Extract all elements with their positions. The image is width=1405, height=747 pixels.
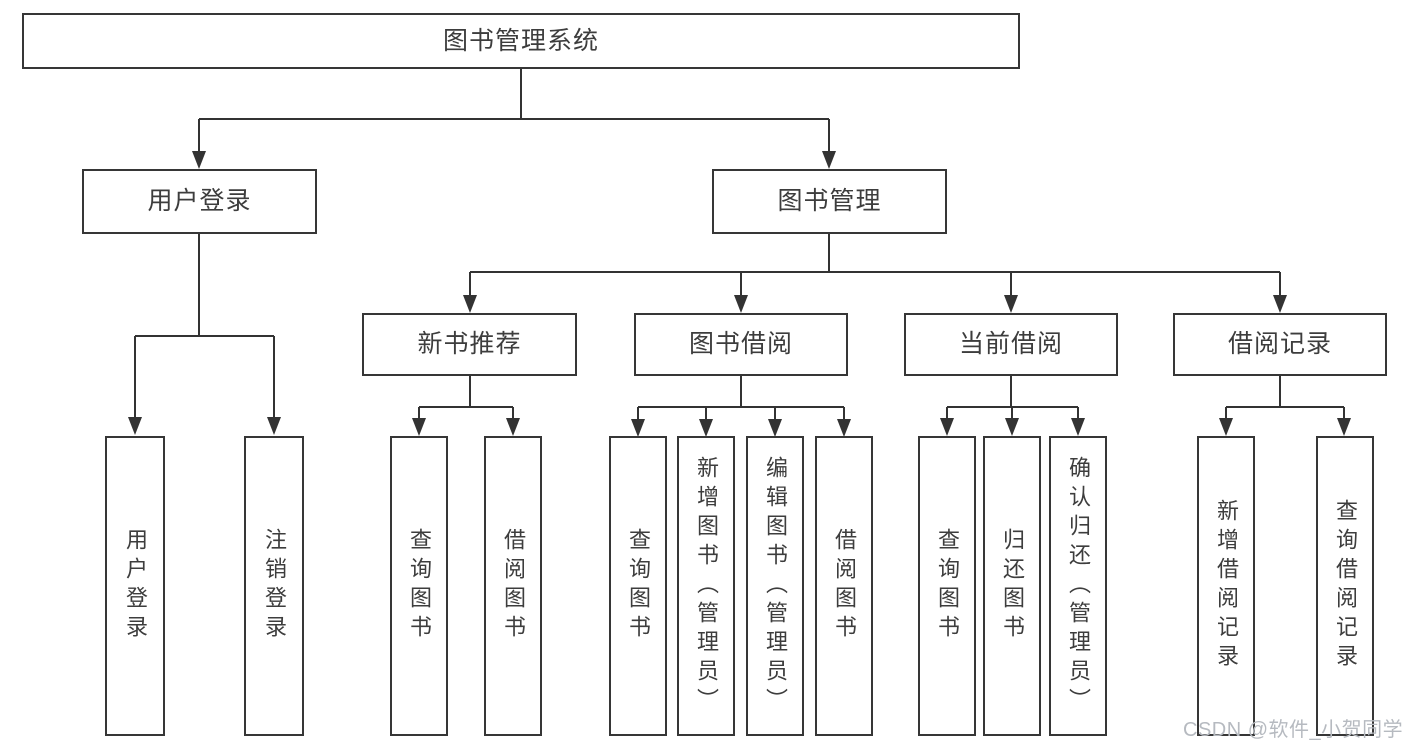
leaf-query-books-recommend: 查询图书 [390, 436, 448, 736]
arrow-down-icon [768, 419, 782, 437]
arrow-down-icon [734, 295, 748, 313]
node-book-management-label: 图书管理 [777, 187, 882, 215]
leaf-add-book-admin-label: 新增图书（管理员） [694, 455, 719, 717]
node-current-borrowing: 当前借阅 [904, 313, 1118, 376]
arrow-down-icon [192, 151, 206, 169]
arrow-down-icon [463, 295, 477, 313]
node-new-book-recommend-label: 新书推荐 [417, 330, 522, 358]
arrow-down-icon [267, 417, 281, 435]
leaf-edit-book-admin-label: 编辑图书（管理员） [763, 455, 788, 717]
leaf-query-borrow-record-label: 查询借阅记录 [1333, 499, 1358, 673]
node-user-login-label: 用户登录 [147, 187, 252, 215]
leaf-confirm-return-admin-label: 确认归还（管理员） [1066, 455, 1091, 717]
leaf-add-book-admin: 新增图书（管理员） [677, 436, 735, 736]
leaf-user-login-label: 用户登录 [123, 528, 148, 644]
node-book-borrowing: 图书借阅 [634, 313, 848, 376]
arrow-down-icon [1337, 418, 1351, 436]
leaf-query-books-current: 查询图书 [918, 436, 976, 736]
arrow-down-icon [1004, 295, 1018, 313]
arrow-down-icon [1273, 295, 1287, 313]
arrow-down-icon [412, 418, 426, 436]
leaf-borrow-books-borrow: 借阅图书 [815, 436, 873, 736]
arrow-down-icon [837, 419, 851, 437]
leaf-query-borrow-record: 查询借阅记录 [1316, 436, 1374, 736]
node-borrowing-records: 借阅记录 [1173, 313, 1387, 376]
arrow-down-icon [1071, 418, 1085, 436]
leaf-query-books-borrow: 查询图书 [609, 436, 667, 736]
node-book-borrowing-label: 图书借阅 [688, 330, 793, 358]
arrow-down-icon [1219, 418, 1233, 436]
csdn-watermark: CSDN @软件_小贺同学 [1183, 719, 1404, 741]
arrowheads [128, 151, 1351, 437]
arrow-down-icon [506, 418, 520, 436]
leaf-query-books-current-label: 查询图书 [935, 528, 960, 644]
leaf-confirm-return-admin: 确认归还（管理员） [1049, 436, 1107, 736]
leaf-return-book: 归还图书 [983, 436, 1041, 736]
node-current-borrowing-label: 当前借阅 [958, 330, 1063, 358]
arrow-down-icon [822, 151, 836, 169]
leaf-query-books-recommend-label: 查询图书 [407, 528, 432, 644]
leaf-query-books-borrow-label: 查询图书 [626, 528, 651, 644]
leaf-borrow-books-recommend: 借阅图书 [484, 436, 542, 736]
node-root: 图书管理系统 [22, 13, 1020, 69]
arrow-down-icon [940, 418, 954, 436]
leaf-add-borrow-record-label: 新增借阅记录 [1214, 499, 1239, 673]
node-root-label: 图书管理系统 [442, 26, 599, 55]
leaf-user-login: 用户登录 [105, 436, 165, 736]
node-borrowing-records-label: 借阅记录 [1227, 330, 1332, 358]
leaf-add-borrow-record: 新增借阅记录 [1197, 436, 1255, 736]
connector-paths [134, 69, 1345, 420]
arrow-down-icon [699, 419, 713, 437]
leaf-logout-label: 注销登录 [262, 528, 287, 644]
leaf-edit-book-admin: 编辑图书（管理员） [746, 436, 804, 736]
arrow-down-icon [1005, 418, 1019, 436]
node-new-book-recommend: 新书推荐 [362, 313, 577, 376]
node-user-login: 用户登录 [82, 169, 317, 234]
arrow-down-icon [631, 419, 645, 437]
arrow-down-icon [128, 417, 142, 435]
node-book-management: 图书管理 [712, 169, 947, 234]
leaf-logout: 注销登录 [244, 436, 304, 736]
leaf-return-book-label: 归还图书 [1000, 528, 1025, 644]
leaf-borrow-books-recommend-label: 借阅图书 [501, 528, 526, 644]
leaf-borrow-books-borrow-label: 借阅图书 [832, 528, 857, 644]
